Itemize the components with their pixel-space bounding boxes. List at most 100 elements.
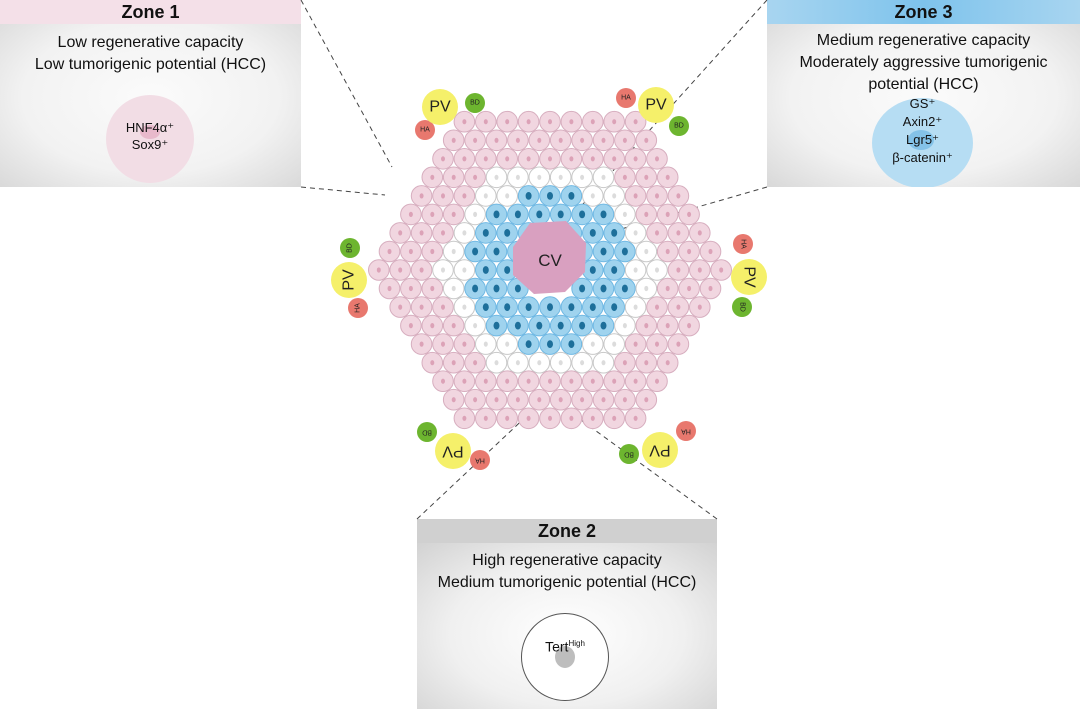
zone1-hepatocyte-nucleus: [430, 248, 435, 255]
zone1-hepatocyte-nucleus: [569, 119, 574, 125]
zone2-marker-tert-base: Tert: [545, 638, 569, 655]
zone3-hepatocyte-nucleus: [472, 284, 479, 293]
zone1-hepatocyte-nucleus: [494, 137, 499, 143]
zone1-hepatocyte-nucleus: [697, 230, 702, 236]
zone1-hepatocyte-nucleus: [601, 137, 606, 143]
zone3-hepatocyte-nucleus: [621, 247, 628, 256]
zone3-hepatocyte-nucleus: [547, 303, 553, 311]
zone2-hepatocyte-nucleus: [590, 341, 595, 347]
zone3-hepatocyte-nucleus: [611, 266, 618, 274]
zone1-hepatocyte-nucleus: [665, 248, 670, 255]
portal-vein: [422, 89, 458, 125]
zone3-hepatocyte-nucleus: [525, 340, 532, 348]
zone2-hepatocyte-nucleus: [558, 360, 563, 366]
bile-duct-label: BD: [347, 243, 354, 253]
bile-duct-label: BD: [674, 123, 684, 130]
zone1-hepatocyte-nucleus: [526, 119, 531, 125]
zone1-hepatocyte-nucleus: [483, 378, 488, 384]
zone2-hepatocyte-nucleus: [451, 248, 456, 255]
zone1-hepatocyte-nucleus: [644, 211, 649, 217]
hepatic-artery: [415, 120, 435, 140]
zone2-hepatocyte-nucleus: [473, 211, 478, 217]
zone1-hepatocyte-nucleus: [376, 267, 381, 273]
zone3-marker-cell: GS⁺ Axin2⁺ Lgr5⁺ β-catenin⁺: [872, 96, 973, 187]
portal-vein-label: PV: [741, 266, 758, 288]
zone1-hepatocyte-nucleus: [665, 360, 670, 366]
portal-triad: HA BD PV: [731, 234, 767, 317]
zone1-connector-bottom: [300, 186, 386, 196]
portal-vein: [642, 432, 678, 468]
zone3-body: Medium regenerative capacity Moderately …: [767, 24, 1080, 187]
zone2-hepatocyte-nucleus: [612, 341, 617, 347]
hepatic-artery-label: HA: [475, 457, 485, 464]
zone1-hepatocyte-nucleus: [633, 119, 638, 125]
zone1-hepatocyte-nucleus: [430, 285, 435, 292]
zone3-hepatocyte-nucleus: [611, 303, 618, 311]
zone1-hepatocyte-nucleus: [473, 137, 478, 143]
zone1-panel: Zone 1 Low regenerative capacity Low tum…: [0, 0, 301, 187]
zone3-hepatocyte-nucleus: [536, 321, 543, 330]
zone1-hepatocyte-nucleus: [462, 415, 467, 421]
hepatic-artery-label: HA: [355, 303, 362, 313]
portal-vein: [331, 262, 367, 298]
zone1-hepatocyte-nucleus: [665, 174, 670, 180]
zone1-hepatocyte-nucleus: [644, 360, 649, 366]
zone1-line1: Low regenerative capacity: [57, 34, 244, 51]
hepatic-artery: [470, 450, 490, 470]
zone1-hepatocyte-nucleus: [441, 304, 445, 310]
zone1-hepatocyte-nucleus: [655, 341, 659, 347]
zone1-hepatocyte-nucleus: [483, 156, 488, 162]
zone1-hepatocyte-nucleus: [612, 378, 617, 384]
zone1-hepatocyte-nucleus: [419, 193, 424, 199]
zone1-hepatocyte-nucleus: [569, 156, 574, 162]
zone1-hepatocyte-nucleus: [676, 304, 681, 310]
zone1-hepatocyte-nucleus: [441, 378, 445, 384]
hepatic-artery: [733, 234, 753, 254]
zone3-line1: Medium regenerative capacity: [816, 32, 1031, 49]
zone1-hepatocyte-nucleus: [515, 137, 520, 143]
zone1-hepatocyte-nucleus: [719, 267, 724, 273]
zone2-connector-left: [416, 395, 549, 520]
zone2-hepatocyte-nucleus: [537, 360, 542, 366]
zone3-marker-lgr5: Lgr5⁺: [906, 132, 939, 147]
bile-duct-label: BD: [739, 302, 746, 312]
zone1-hepatocyte-nucleus: [441, 230, 445, 236]
zone3-hepatocyte-nucleus: [589, 229, 596, 237]
zone1-hepatocyte-nucleus: [441, 341, 445, 347]
zone2-hepatocyte-nucleus: [590, 193, 595, 199]
bile-duct: [669, 116, 689, 136]
zone1-hepatocyte-nucleus: [419, 304, 424, 310]
zone1-hepatocyte-nucleus: [398, 267, 403, 273]
zone3-hepatocyte-nucleus: [514, 210, 521, 219]
zone1-hepatocyte-nucleus: [644, 397, 649, 403]
zone1-hepatocyte-nucleus: [676, 341, 681, 347]
zone1-hepatocyte-nucleus: [451, 174, 456, 180]
zone1-hepatocyte-nucleus: [419, 341, 424, 347]
zone2-line2: Medium tumorigenic potential (HCC): [437, 574, 697, 591]
zone3-hepatocyte-nucleus: [493, 284, 500, 293]
zone3-hepatocyte-nucleus: [482, 303, 489, 311]
zone1-hepatocyte-nucleus: [548, 415, 552, 421]
zone1-hepatocyte-nucleus: [580, 397, 585, 403]
zone3-hepatocyte-nucleus: [568, 340, 575, 348]
zone1-hepatocyte-nucleus: [665, 211, 670, 217]
zone3-hepatocyte-nucleus: [589, 303, 596, 311]
zone2-hepatocyte-nucleus: [633, 230, 638, 236]
hepatic-artery-label: HA: [740, 239, 747, 249]
zone1-hepatocyte-nucleus: [633, 415, 638, 421]
zone1-hepatocyte-nucleus: [451, 360, 456, 366]
zone1-hepatocyte-nucleus: [430, 174, 435, 180]
zone3-hepatocyte-nucleus: [514, 284, 521, 293]
portal-vein-label: PV: [341, 269, 358, 291]
zone2-hepatocyte-nucleus: [644, 248, 649, 255]
zone1-hepatocyte-nucleus: [462, 341, 467, 347]
zone1-hepatocyte-nucleus: [697, 304, 702, 310]
zone1-hepatocyte-nucleus: [398, 304, 403, 310]
zone3-hepatocyte-nucleus: [536, 210, 543, 219]
zone1-hepatocyte-nucleus: [408, 323, 413, 329]
zone1-hepatocyte-nucleus: [548, 378, 552, 384]
